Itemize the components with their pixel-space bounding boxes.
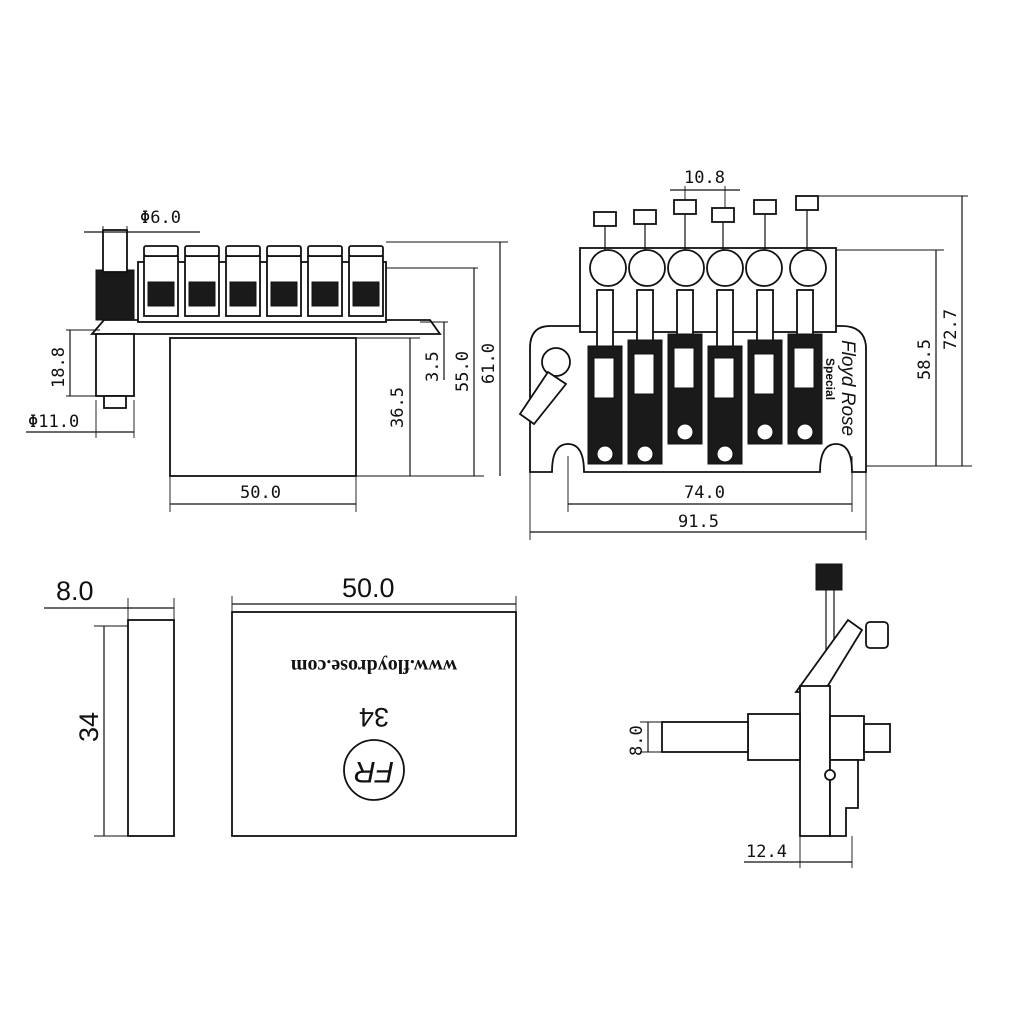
dim-50-0-block: 50.0 [342, 573, 395, 603]
profile-saddle [794, 618, 864, 693]
block-front-view: 50.0 www.floydrose.com 34 FR [231, 573, 517, 837]
fr-logo-text: FR [354, 755, 394, 788]
dim-phi-6-0: Φ6.0 [140, 208, 181, 228]
dim-72-7: 72.7 [941, 309, 961, 350]
dim-61-0: 61.0 [479, 343, 499, 384]
profile-knob [863, 723, 891, 753]
profile-bracket [829, 759, 859, 837]
block-url: www.floydrose.com [291, 655, 458, 677]
profile-plate [799, 685, 831, 837]
dim-91-5: 91.5 [678, 512, 719, 532]
block-side-view: 8.0 34 [44, 576, 175, 837]
dim-12-4: 12.4 [746, 842, 787, 862]
dim-18-8: 18.8 [49, 347, 69, 388]
dim-8-0-profile: 8.0 [627, 725, 647, 756]
saddle-blocks [587, 333, 823, 465]
base-plate [90, 319, 442, 335]
side-profile-view: 8.0 12.4 [627, 563, 891, 868]
sustain-block-outline [169, 337, 357, 477]
dim-55-0: 55.0 [453, 351, 473, 392]
post-tip [103, 395, 127, 409]
profile-screw [865, 621, 889, 649]
fr-logo-icon [343, 739, 405, 801]
profile-stud [747, 713, 801, 761]
post-upper [95, 269, 135, 321]
dim-36-5: 36.5 [388, 387, 408, 428]
brand-line2: Special [823, 358, 837, 400]
saddle-row [137, 261, 387, 323]
block-side-outline [127, 619, 175, 837]
post-cap [102, 229, 128, 273]
dim-8-0-block: 8.0 [56, 576, 94, 606]
tremolo-arm-stub [518, 370, 568, 426]
fine-tuners [589, 195, 827, 287]
saddles [143, 245, 384, 317]
dim-58-5: 58.5 [915, 339, 935, 380]
arm-socket [541, 347, 571, 377]
dim-74-0: 74.0 [684, 483, 725, 503]
bridge-side-view: Φ6.0 18.8 Φ11.0 36.5 3.5 55.0 61.0 50.0 [26, 208, 508, 512]
dim-3-5: 3.5 [423, 351, 443, 382]
profile-body [829, 715, 865, 761]
post-lower [95, 333, 135, 397]
bridge-top-view: Floyd Rose Special 10.8 58.5 72.7 74.0 9… [518, 168, 972, 540]
profile-stud-shaft [661, 721, 749, 753]
profile-top-cap [815, 563, 843, 591]
dim-10-8: 10.8 [684, 168, 725, 188]
dim-phi-11-0: Φ11.0 [28, 412, 79, 432]
brand-logo: Floyd Rose Special [823, 340, 858, 436]
dim-50-0-bottom: 50.0 [240, 483, 281, 503]
brand-line1: Floyd Rose [837, 340, 858, 436]
dim-34-block: 34 [74, 712, 104, 742]
block-number: 34 [359, 702, 389, 732]
